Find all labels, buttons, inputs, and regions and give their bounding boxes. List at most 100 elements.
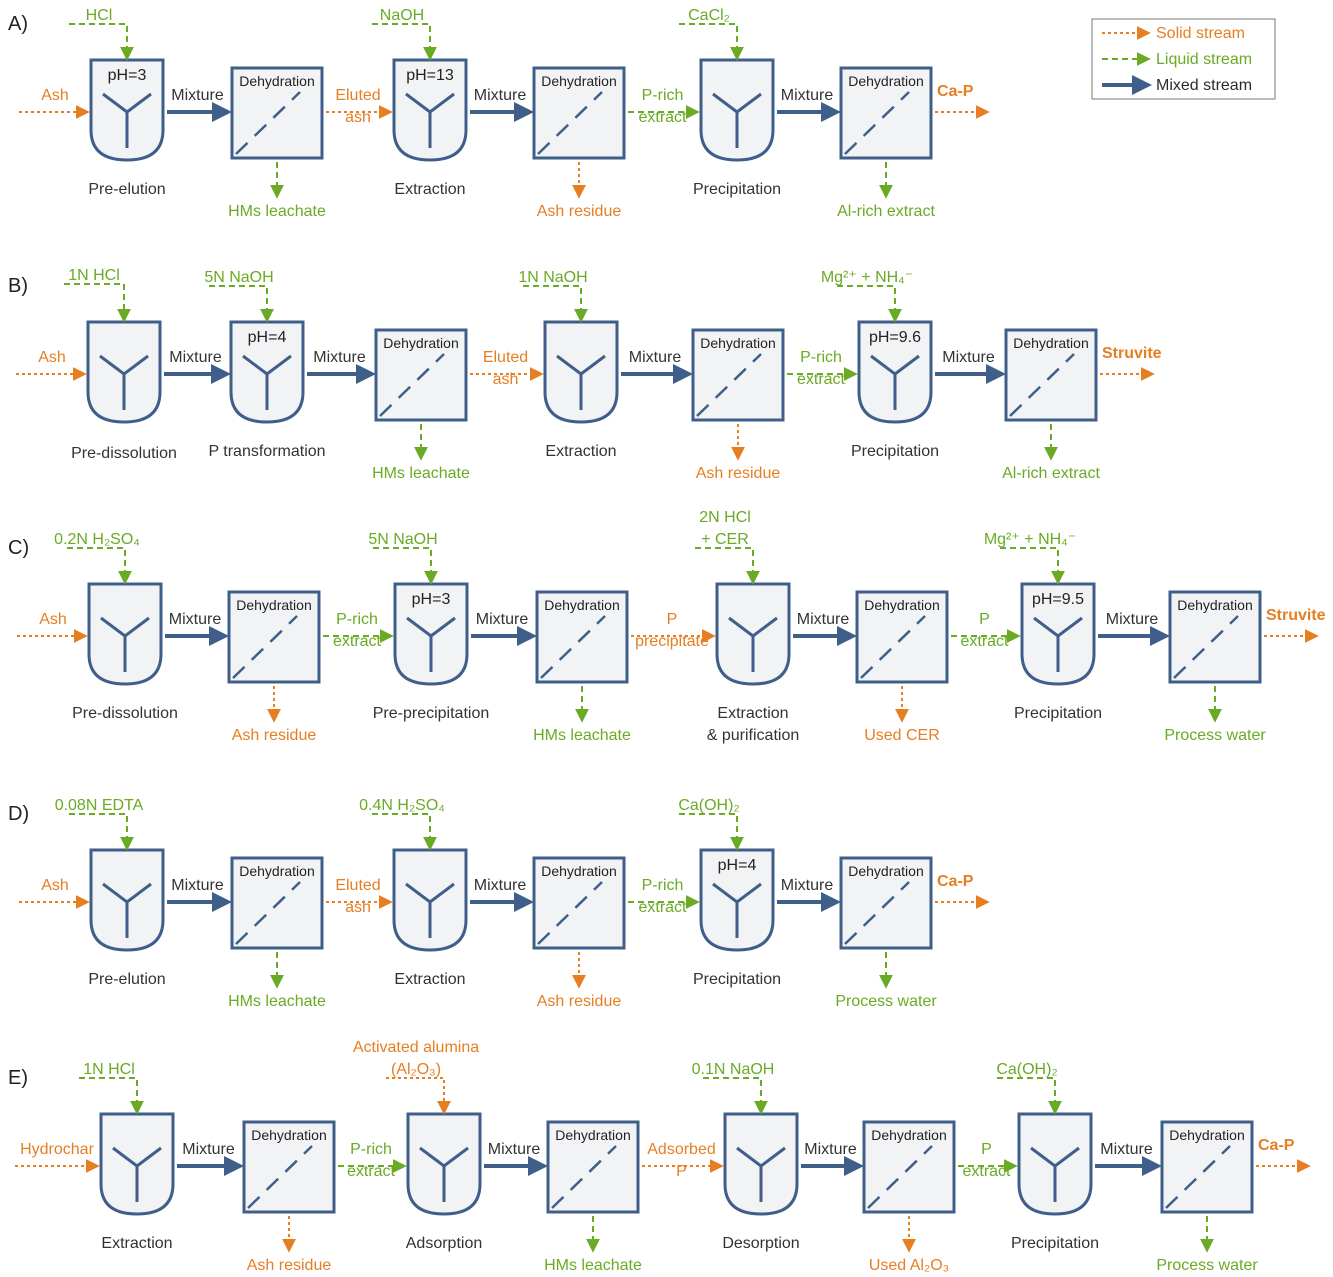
step-name: Extraction [101,1235,172,1252]
mixture-label: Mixture [804,1141,857,1158]
step-name: Pre-elution [88,181,165,198]
reactor-vessel [1020,582,1096,686]
reagent-label: Mg²⁺ + NH₄⁻ [821,269,913,286]
input-label: Hydrochar [20,1141,94,1158]
mixture-label: Mixture [781,87,834,104]
reagent-label: 1N HCl [68,267,120,284]
stirrer-icon [242,354,292,410]
side-output-label: Process water [835,993,937,1010]
side-output-label: Ash residue [696,465,781,482]
product-label: Struvite [1266,607,1326,624]
step-name: Pre-precipitation [373,705,490,722]
mixture-label: Mixture [182,1141,235,1158]
ph-label: pH=3 [108,67,147,84]
dehydration-label: Dehydration [848,73,924,89]
reagent-arrow [997,1077,1062,1115]
panel-letter: C) [8,537,29,559]
step-name: Pre-elution [88,971,165,988]
step-name: Extraction [394,181,465,198]
reagent-label: HCl [86,7,113,24]
side-output-label: Ash residue [232,727,317,744]
filter-icon [235,881,301,945]
panel-letter: A) [8,13,28,35]
reactor-vessel [392,58,468,162]
filter-icon [232,615,298,679]
process-row-d: D)0.08N EDTAPre-elutionDehydrationMixtur… [8,797,990,1010]
step-name: P transformation [208,443,325,460]
reactor-vessel [86,320,162,424]
filter-icon [537,881,603,945]
side-output-label: Used Al₂O₃ [869,1257,949,1274]
dehydration-label: Dehydration [848,863,924,879]
stirrer-icon [405,882,455,938]
reagent-arrow [1000,547,1065,585]
panel-letter: E) [8,1067,28,1089]
step-name: Precipitation [1011,1235,1099,1252]
dehydration-label: Dehydration [700,335,776,351]
stirrer-icon [556,354,606,410]
reagent-arrow [67,547,132,585]
step-name: Precipitation [1014,705,1102,722]
dehydration-label: Dehydration [251,1127,327,1143]
reagent-arrow [69,23,134,61]
mixture-label: Mixture [1106,611,1159,628]
filter-icon [696,353,762,417]
reactor-vessel [87,582,163,686]
reactor-vessel [699,58,775,162]
side-output-label: Process water [1156,1257,1258,1274]
reagent-label: NaOH [380,7,424,24]
input-label: Ash [39,611,67,628]
reagent-label: 2N HCl+ CER [699,509,751,548]
reactor-vessel [857,320,933,424]
dehydration-label: Dehydration [1177,597,1253,613]
step-name: Precipitation [851,443,939,460]
dehydration-label: Dehydration [236,597,312,613]
step-name: Pre-dissolution [72,705,178,722]
panel-letter: B) [8,275,28,297]
stirrer-icon [736,1146,786,1202]
filter-icon [537,91,603,155]
dehydration-label: Dehydration [544,597,620,613]
filter-icon [860,615,926,679]
product-label: Ca-P [937,873,974,890]
reagent-label: 5N NaOH [204,269,273,286]
ph-label: pH=4 [248,329,287,346]
reagent-arrow [372,23,437,61]
process-row-e: E)1N HClExtractionDehydrationMixtureAsh … [8,1039,1311,1274]
filter-icon [844,91,910,155]
dehydration-label: Dehydration [1013,335,1089,351]
dehydration-label: Dehydration [383,335,459,351]
side-output-label: HMs leachate [544,1257,642,1274]
reagent-arrow [79,1077,144,1115]
stirrer-icon [1033,616,1083,672]
product-label: Ca-P [1258,1137,1295,1154]
reagent-label: 0.1N NaOH [692,1061,775,1078]
dehydration-label: Dehydration [239,73,315,89]
step-name: Pre-dissolution [71,445,177,462]
reactor-vessel [723,1112,799,1216]
reactor-vessel [715,582,791,686]
mixture-label: Mixture [169,349,222,366]
reagent-arrow [69,813,134,851]
reactor-vessel [699,848,775,952]
reagent-arrow [373,547,438,585]
reagent-arrow [64,283,131,323]
reactor-vessel [229,320,305,424]
reagent-label: Mg²⁺ + NH₄⁻ [984,531,1076,548]
process-rows: A)HClpH=3Pre-elutionDehydrationMixtureHM… [8,7,1326,1274]
filter-icon [867,1145,933,1209]
reagent-label: 0.08N EDTA [55,797,144,814]
mixture-label: Mixture [488,1141,541,1158]
step-name: Extraction [394,971,465,988]
filter-icon [1009,353,1075,417]
stirrer-icon [102,92,152,148]
stirrer-icon [870,354,920,410]
stirrer-icon [100,616,150,672]
stirrer-icon [1030,1146,1080,1202]
